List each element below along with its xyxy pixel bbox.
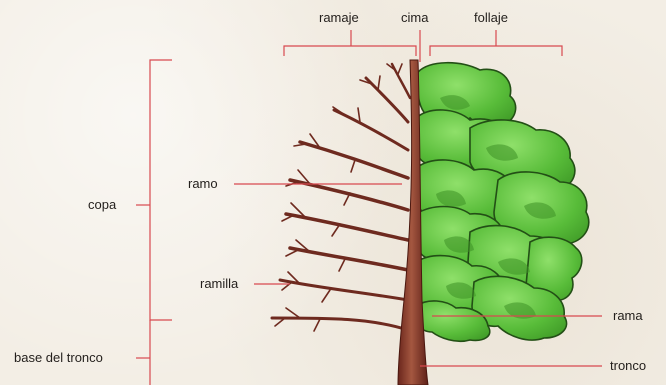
label-base-del-tronco: base del tronco <box>14 350 103 366</box>
label-ramaje: ramaje <box>319 10 359 26</box>
label-rama: rama <box>613 308 643 324</box>
label-follaje: follaje <box>474 10 508 26</box>
label-tronco: tronco <box>610 358 646 374</box>
label-ramilla: ramilla <box>200 276 238 292</box>
bare-branches <box>272 64 410 331</box>
label-cima: cima <box>401 10 428 26</box>
label-ramo: ramo <box>188 176 218 192</box>
label-copa: copa <box>88 197 116 213</box>
